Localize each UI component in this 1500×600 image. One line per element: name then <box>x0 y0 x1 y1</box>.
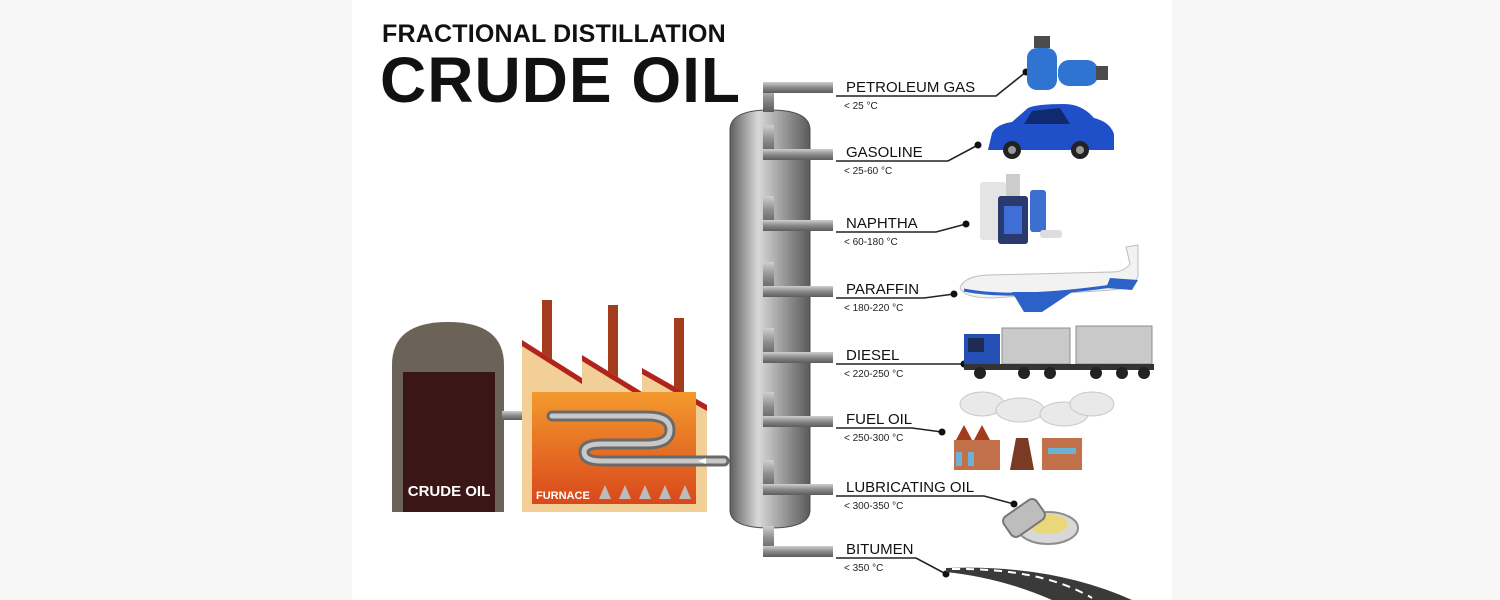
truck-icon <box>964 325 1154 379</box>
fraction-temperature: < 250-300 °C <box>844 433 903 444</box>
title-line-1: FRACTIONAL DISTILLATION <box>382 20 726 48</box>
fraction-name: NAPHTHA <box>846 215 918 232</box>
fraction-temperature: < 220-250 °C <box>844 369 903 380</box>
fractions-group: PETROLEUM GAS < 25 °C GASOLINE < 25-60 °C NA… <box>763 68 1030 578</box>
fraction-gasoline: GASOLINE < 25-60 °C <box>763 125 982 177</box>
fraction-name: PARAFFIN <box>846 281 919 298</box>
fraction-temperature: < 60-180 °C <box>844 237 898 248</box>
fraction-fuel-oil: FUEL OIL < 250-300 °C <box>763 392 946 444</box>
diagram-card: FRACTIONAL DISTILLATION CRUDE OIL <box>352 0 1172 600</box>
crude-oil-tank: CRUDE OIL <box>392 322 504 512</box>
fraction-bitumen: BITUMEN < 350 °C <box>836 541 950 578</box>
title-line-2: CRUDE OIL <box>380 44 741 116</box>
crude-oil-label: CRUDE OIL <box>408 483 491 500</box>
airplane-icon <box>959 244 1139 312</box>
fraction-name: PETROLEUM GAS <box>846 79 975 96</box>
fraction-temperature: < 300-350 °C <box>844 501 903 512</box>
fraction-name: BITUMEN <box>846 541 914 558</box>
fraction-petroleum-gas: PETROLEUM GAS < 25 °C <box>836 68 1030 112</box>
gas-cylinders-icon <box>1027 36 1108 90</box>
fraction-temperature: < 25 °C <box>844 101 878 112</box>
fraction-name: LUBRICATING OIL <box>846 479 974 496</box>
burners-icon <box>599 485 691 499</box>
fraction-lubricating-oil: LUBRICATING OIL < 300-350 °C <box>763 460 1018 512</box>
distillation-diagram: CRUDE OIL FU <box>392 36 1154 600</box>
fraction-temperature: < 350 °C <box>844 563 883 574</box>
fraction-naphtha: NAPHTHA < 60-180 °C <box>763 196 970 248</box>
fraction-temperature: < 180-220 °C <box>844 303 903 314</box>
furnace-building: FURNACE <box>522 300 730 512</box>
fraction-name: FUEL OIL <box>846 411 912 428</box>
road-icon <box>946 567 1132 600</box>
fraction-paraffin: PARAFFIN < 180-220 °C <box>763 262 958 314</box>
fraction-temperature: < 25-60 °C <box>844 166 892 177</box>
factory-smoke-icon <box>954 391 1115 470</box>
fraction-name: GASOLINE <box>846 144 923 161</box>
arrow-icon <box>698 458 706 464</box>
wax-tin-icon <box>1002 498 1079 545</box>
car-icon <box>988 104 1114 159</box>
furnace-label: FURNACE <box>536 490 590 502</box>
chemical-bottles-icon <box>980 174 1062 244</box>
fraction-name: DIESEL <box>846 347 899 364</box>
